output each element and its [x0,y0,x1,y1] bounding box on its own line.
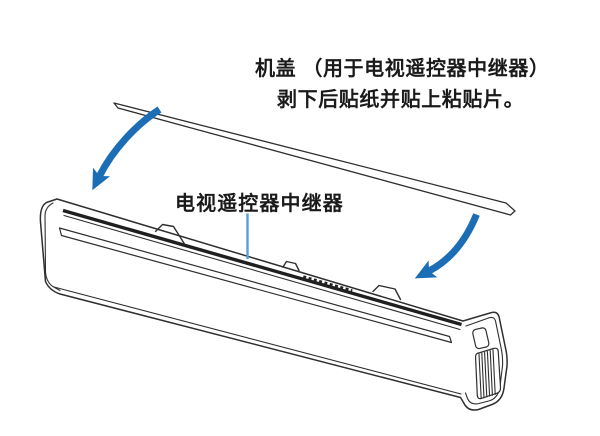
endcap-grille-lines [478,349,496,400]
repeater-strip-hatch [302,275,353,294]
bottom-chamfer-line [53,286,462,395]
top-tab-right [372,284,402,301]
cover-caption-line1: 机盖 （用于电视遥控器中继器） [255,58,550,80]
cover-strip [113,102,516,216]
soundbar-illustration [39,198,508,411]
top-tab-left [154,223,186,245]
top-step-middle [282,260,300,272]
left-endcap-inner-line [44,202,61,292]
cover-caption-line2: 剥下后贴纸并贴上粘贴片。 [277,89,525,111]
right-curved-arrow-icon [414,213,480,279]
left-curved-arrow-icon [92,106,162,191]
cover-caption: 机盖 （用于电视遥控器中继器） 剥下后贴纸并贴上粘贴片。 [255,54,550,116]
remote-repeater-strip [62,208,462,327]
repeater-label: 电视遥控器中继器 [175,193,344,215]
soundbar-body-outline [39,198,508,411]
front-display-slot [58,227,453,344]
right-endcap-inner-line [464,316,504,405]
endcap-port [472,327,490,350]
remote-repeater-strip-edge [63,214,461,331]
